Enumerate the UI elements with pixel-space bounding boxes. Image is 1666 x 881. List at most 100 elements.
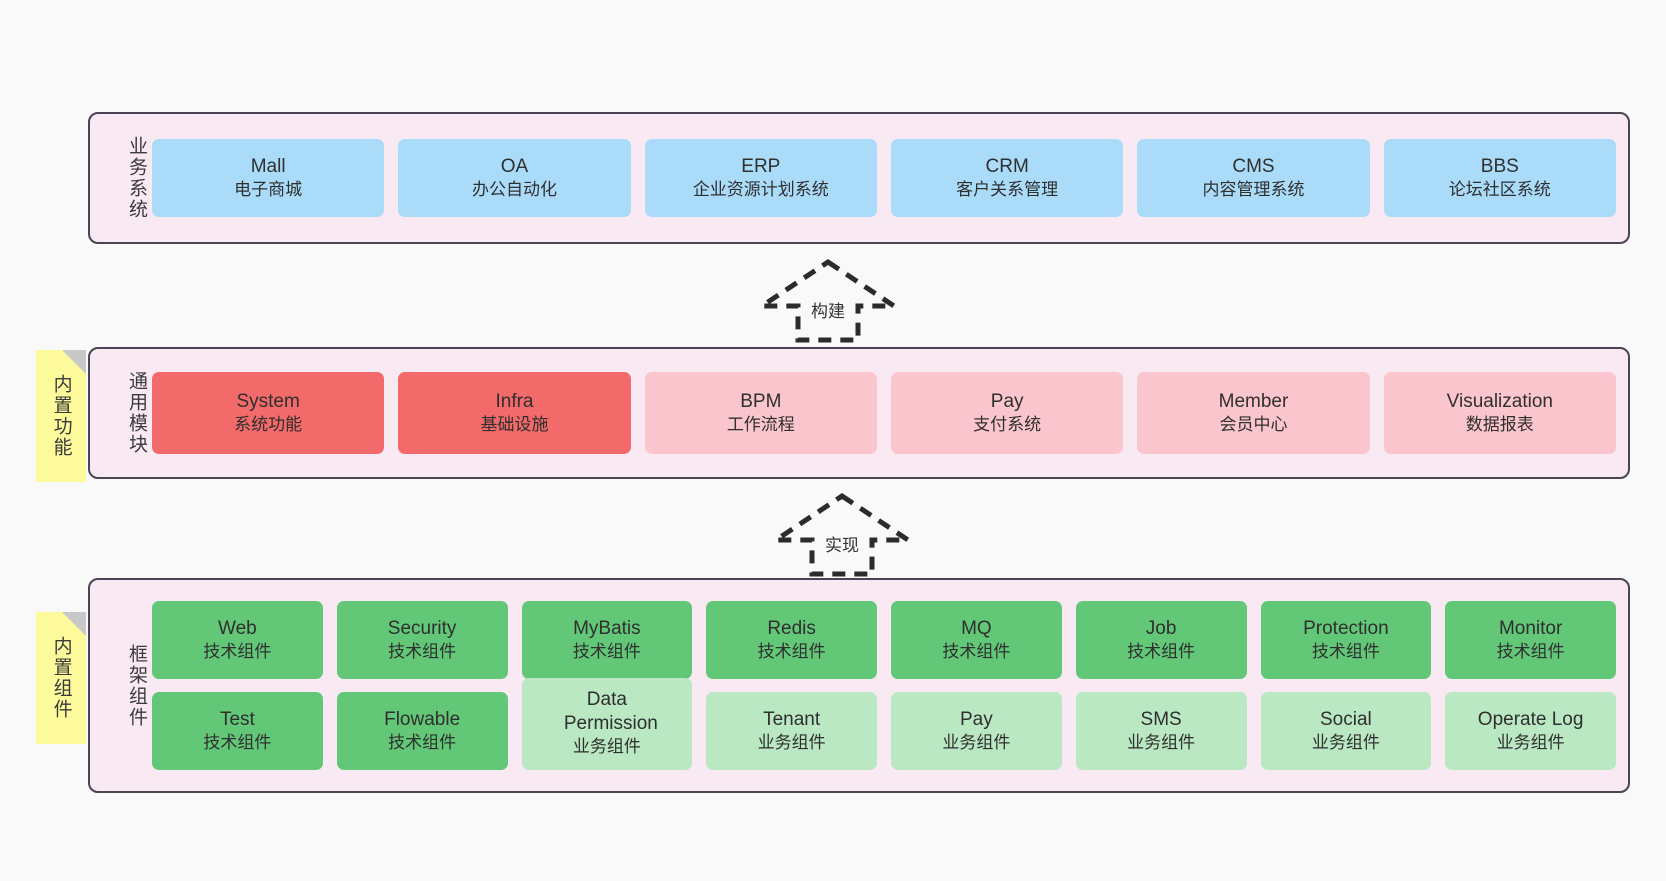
component-name-en: Redis [767,617,816,639]
module-name-en: Infra [495,390,534,412]
module-name-en: BPM [740,390,782,412]
module-card-mall[interactable]: Mall 电子商城 [152,139,385,217]
component-card-web[interactable]: Web 技术组件 [152,601,323,679]
component-name-en: MQ [961,617,992,639]
sticky-note-label: 内置组件 [50,636,72,720]
module-card-bpm[interactable]: BPM 工作流程 [644,372,877,454]
component-card-social[interactable]: Social 业务组件 [1260,692,1432,770]
module-name-cn: 工作流程 [726,415,795,435]
module-name-en: System [236,390,300,412]
module-name-cn: 论坛社区系统 [1448,180,1551,200]
module-card-member[interactable]: Member 会员中心 [1137,372,1370,454]
component-name-cn: 业务组件 [1496,733,1565,753]
component-card-job[interactable]: Job 技术组件 [1075,601,1247,679]
component-name-cn: 业务组件 [1311,733,1380,753]
module-name-en: BBS [1480,155,1519,177]
module-name-cn: 支付系统 [973,415,1042,435]
module-name-en: Member [1218,390,1289,412]
component-card-security[interactable]: Security 技术组件 [336,601,508,679]
module-card-infra[interactable]: Infra 基础设施 [398,372,631,454]
component-card-data-permission[interactable]: Data Permission 业务组件 [521,678,693,770]
component-card-mybatis[interactable]: MyBatis 技术组件 [521,601,693,679]
module-card-visualization[interactable]: Visualization 数据报表 [1383,372,1616,454]
component-card-mq[interactable]: MQ 技术组件 [891,601,1062,679]
component-name-en: Test [219,708,255,730]
component-name-cn: 技术组件 [757,642,826,662]
module-card-crm[interactable]: CRM 客户关系管理 [890,139,1124,217]
layer-body-framework-component: Web 技术组件 Security 技术组件 MyBatis 技术组件 Redi… [148,580,1628,791]
component-card-pay[interactable]: Pay 业务组件 [891,692,1062,770]
module-name-cn: 会员中心 [1219,415,1288,435]
module-name-cn: 基础设施 [480,415,549,435]
layer-title-common-module: 通用模块 [126,371,147,455]
module-name-en: Pay [990,390,1024,412]
framework-tech-row: Web 技术组件 Security 技术组件 MyBatis 技术组件 Redi… [152,601,1616,679]
business-module-row: Mall 电子商城 OA 办公自动化 ERP 企业资源计划系统 CRM 客户关系… [152,139,1616,217]
module-name-cn: 系统功能 [234,415,303,435]
component-name-en: Social [1320,708,1372,730]
component-name-en: Protection [1303,617,1389,639]
arrow-build-label: 构建 [811,302,845,321]
module-name-en: CMS [1232,155,1275,177]
component-name-en: SMS [1140,708,1182,730]
component-name-cn: 技术组件 [1496,642,1565,662]
module-card-oa[interactable]: OA 办公自动化 [398,139,631,217]
common-module-row: System 系统功能 Infra 基础设施 BPM 工作流程 Pay 支付系统… [152,372,1616,454]
module-name-en: Visualization [1446,390,1553,412]
component-name-cn: 业务组件 [757,733,826,753]
module-name-en: OA [500,155,529,177]
component-card-operate-log[interactable]: Operate Log 业务组件 [1445,692,1616,770]
arrow-implement: 实现 [767,492,917,577]
component-name-en: Flowable [384,708,461,730]
module-name-cn: 数据报表 [1465,415,1534,435]
component-name-cn: 技术组件 [203,642,272,662]
component-card-monitor[interactable]: Monitor 技术组件 [1445,601,1616,679]
component-name-en: Pay [960,708,993,730]
component-name-en: Security [387,617,457,639]
layer-common-module: 通用模块 System 系统功能 Infra 基础设施 BPM 工作流程 Pay… [88,347,1630,479]
arrow-build-shape [753,258,903,343]
module-name-en: Mall [250,155,286,177]
module-card-bbs[interactable]: BBS 论坛社区系统 [1383,139,1616,217]
component-name-en: Job [1145,617,1177,639]
module-name-cn: 办公自动化 [471,180,557,200]
layer-body-business-system: Mall 电子商城 OA 办公自动化 ERP 企业资源计划系统 CRM 客户关系… [148,114,1628,242]
layer-framework-component: 框架组件 Web 技术组件 Security 技术组件 MyBatis 技术组件… [88,578,1630,793]
component-name-en: Monitor [1498,617,1563,639]
module-card-erp[interactable]: ERP 企业资源计划系统 [644,139,877,217]
component-name-cn: 技术组件 [388,733,457,753]
sticky-note-builtin-components: 内置组件 [36,612,86,744]
component-name-cn: 技术组件 [1311,642,1380,662]
component-name-en: Web [218,617,257,639]
component-name-cn: 技术组件 [572,642,641,662]
component-name-cn: 技术组件 [388,642,457,662]
component-card-sms[interactable]: SMS 业务组件 [1075,692,1247,770]
layer-title-business-system: 业务系统 [126,136,147,220]
sticky-note-builtin-features: 内置功能 [36,350,86,482]
module-name-cn: 客户关系管理 [956,180,1059,200]
module-name-en: ERP [741,155,781,177]
module-card-system[interactable]: System 系统功能 [152,372,385,454]
framework-business-row: Test 技术组件 Flowable 技术组件 Data Permission … [152,678,1616,770]
module-name-cn: 电子商城 [234,180,303,200]
component-card-tenant[interactable]: Tenant 业务组件 [706,692,877,770]
component-name-en: Operate Log [1477,708,1584,730]
component-card-flowable[interactable]: Flowable 技术组件 [336,692,508,770]
component-name-cn: 业务组件 [942,733,1011,753]
component-card-redis[interactable]: Redis 技术组件 [706,601,877,679]
component-name-en: MyBatis [573,617,641,639]
component-name-en: Tenant [763,708,821,730]
component-name-cn: 技术组件 [1127,642,1196,662]
arrow-build: 构建 [753,258,903,343]
component-card-test[interactable]: Test 技术组件 [152,692,323,770]
component-card-protection[interactable]: Protection 技术组件 [1260,601,1432,679]
module-name-cn: 企业资源计划系统 [692,180,829,200]
arrow-implement-shape [767,492,917,577]
layer-title-framework-component: 框架组件 [126,643,147,728]
component-name-cn: 技术组件 [203,733,272,753]
component-name-en: Data Permission [563,688,658,735]
module-card-pay[interactable]: Pay 支付系统 [890,372,1124,454]
module-card-cms[interactable]: CMS 内容管理系统 [1137,139,1370,217]
layer-business-system: 业务系统 Mall 电子商城 OA 办公自动化 ERP 企业资源计划系统 CRM… [88,112,1630,244]
